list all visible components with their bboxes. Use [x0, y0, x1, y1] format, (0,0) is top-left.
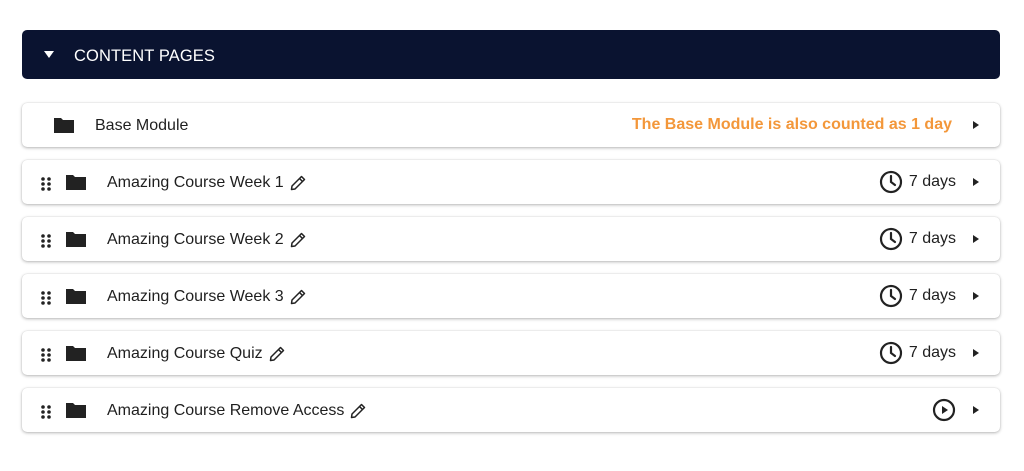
- clock-icon: [879, 284, 902, 308]
- module-title-text: Amazing Course Week 3: [107, 288, 284, 305]
- section-title: CONTENT PAGES: [74, 47, 215, 65]
- drag-handle-icon[interactable]: [40, 347, 52, 363]
- module-row[interactable]: Amazing Course Remove Access: [22, 388, 1000, 432]
- module-title: Amazing Course Week 3: [107, 274, 306, 319]
- module-row[interactable]: Amazing Course Week 2 7 days: [22, 217, 1000, 261]
- module-title-text: Amazing Course Week 1: [107, 174, 284, 191]
- edit-pencil-icon[interactable]: [290, 289, 306, 305]
- edit-pencil-icon[interactable]: [290, 232, 306, 248]
- module-title: Amazing Course Quiz: [107, 331, 285, 376]
- base-module-title: Base Module: [95, 117, 189, 134]
- duration-label: 7 days: [908, 287, 956, 304]
- module-title: Amazing Course Week 1: [107, 160, 306, 205]
- module-row[interactable]: Amazing Course Quiz 7 days: [22, 331, 1000, 375]
- drag-handle-icon[interactable]: [40, 404, 52, 420]
- folder-icon: [66, 346, 86, 361]
- duration-label: 7 days: [908, 344, 956, 361]
- module-row[interactable]: Amazing Course Week 1 7 days: [22, 160, 1000, 204]
- clock-icon: [879, 227, 902, 251]
- module-title: Amazing Course Week 2: [107, 217, 306, 262]
- expand-arrow-icon[interactable]: [972, 120, 980, 130]
- module-title: Amazing Course Remove Access: [107, 388, 366, 433]
- module-title-text: Amazing Course Remove Access: [107, 402, 345, 419]
- expand-arrow-icon[interactable]: [972, 405, 980, 415]
- folder-icon: [66, 403, 86, 418]
- expand-arrow-icon[interactable]: [972, 234, 980, 244]
- module-row[interactable]: Amazing Course Week 3 7 days: [22, 274, 1000, 318]
- clock-icon: [879, 170, 902, 194]
- drag-handle-icon[interactable]: [40, 233, 52, 249]
- edit-pencil-icon[interactable]: [269, 346, 285, 362]
- folder-icon: [66, 232, 86, 247]
- play-circle-icon: [932, 398, 956, 422]
- content-pages-header[interactable]: CONTENT PAGES: [22, 30, 1000, 79]
- module-title-text: Amazing Course Week 2: [107, 231, 284, 248]
- duration-label: 7 days: [908, 173, 956, 190]
- drag-handle-icon[interactable]: [40, 176, 52, 192]
- edit-pencil-icon[interactable]: [350, 403, 366, 419]
- module-title-text: Amazing Course Quiz: [107, 345, 263, 362]
- caret-down-icon[interactable]: [43, 47, 55, 61]
- base-module-row[interactable]: Base Module The Base Module is also coun…: [22, 103, 1000, 147]
- clock-icon: [879, 341, 902, 365]
- folder-icon: [66, 175, 86, 190]
- drag-handle-icon[interactable]: [40, 290, 52, 306]
- expand-arrow-icon[interactable]: [972, 348, 980, 358]
- expand-arrow-icon[interactable]: [972, 291, 980, 301]
- folder-icon: [54, 118, 74, 133]
- folder-icon: [66, 289, 86, 304]
- edit-pencil-icon[interactable]: [290, 175, 306, 191]
- base-module-note: The Base Module is also counted as 1 day: [631, 116, 952, 133]
- expand-arrow-icon[interactable]: [972, 177, 980, 187]
- duration-label: 7 days: [908, 230, 956, 247]
